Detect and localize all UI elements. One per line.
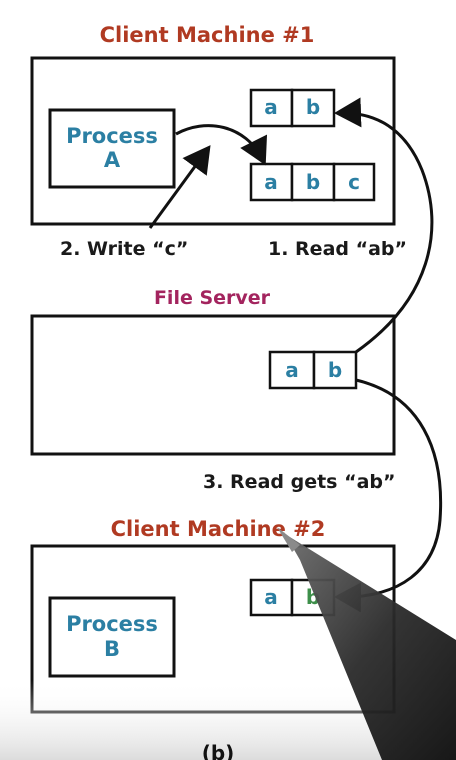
file-cell-value: b bbox=[328, 358, 342, 382]
file-cell bbox=[312, 350, 358, 390]
process-b-label: Process bbox=[66, 612, 158, 636]
process-b-name: B bbox=[104, 637, 120, 661]
process-b-box bbox=[48, 596, 176, 678]
read-arrow bbox=[334, 97, 434, 354]
cache-cell bbox=[249, 578, 294, 617]
pen-body bbox=[285, 534, 456, 760]
write-label-arrow bbox=[148, 145, 211, 229]
cache-cell bbox=[332, 162, 376, 202]
cache-cell bbox=[290, 88, 336, 128]
step-read-label: 1. Read “ab” bbox=[268, 238, 407, 260]
client1-cache-written: a b c bbox=[249, 162, 376, 202]
cache-cell-value: b bbox=[306, 95, 320, 119]
pen-overlay bbox=[277, 527, 456, 760]
file-cell-value: a bbox=[285, 358, 299, 382]
file-cell bbox=[268, 350, 316, 390]
client1-cache-read: a b bbox=[249, 88, 336, 128]
client2-title: Client Machine #2 bbox=[111, 517, 326, 541]
write-flow-arrow bbox=[175, 124, 268, 166]
step-read-gets-label: 3. Read gets “ab” bbox=[203, 471, 396, 493]
cache-cell-value: c bbox=[348, 170, 360, 194]
process-a-box bbox=[48, 108, 176, 189]
cache-cell-value: a bbox=[264, 170, 278, 194]
read-gets-arrow bbox=[334, 378, 443, 613]
server-file: a b bbox=[268, 350, 358, 390]
cache-cell-value: a bbox=[264, 95, 278, 119]
step-write-label: 2. Write “c” bbox=[60, 238, 188, 260]
cache-cell-value: a bbox=[264, 585, 278, 609]
cache-cell bbox=[249, 88, 294, 128]
pen-tip bbox=[277, 527, 300, 552]
process-a-label: Process bbox=[66, 124, 158, 148]
cache-cell bbox=[249, 162, 294, 202]
figure-caption: (b) bbox=[202, 741, 235, 760]
process-a-name: A bbox=[104, 148, 121, 172]
cache-cell-value: b bbox=[306, 170, 320, 194]
server-title: File Server bbox=[154, 287, 271, 309]
client1-title: Client Machine #1 bbox=[100, 23, 315, 47]
